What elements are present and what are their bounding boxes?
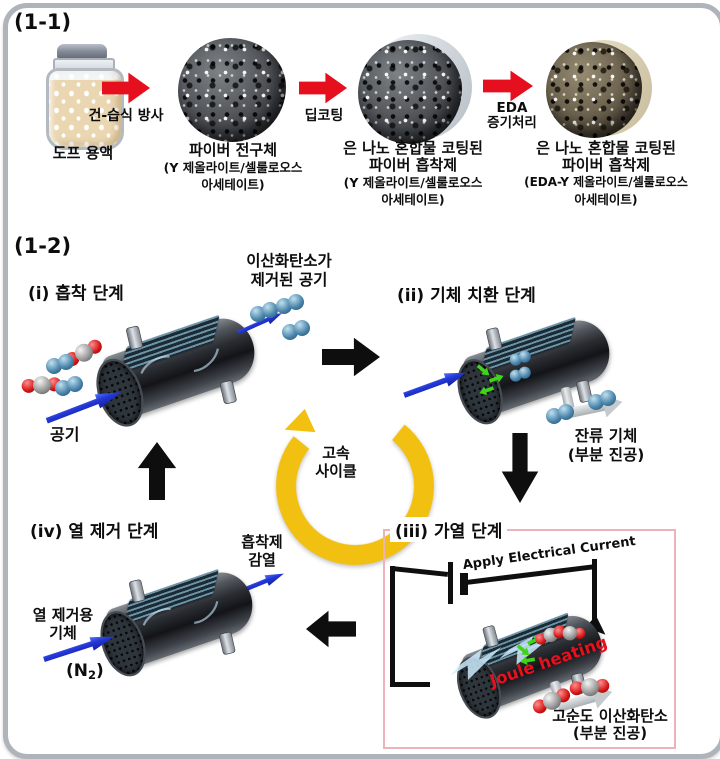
caption-line: (EDA-Y 제올라이트/셀룰로오스: [524, 175, 688, 189]
circuit-wire-left: [390, 566, 395, 686]
n2-molecule-icon: [509, 366, 533, 383]
circuit-wire-bottom: [390, 682, 430, 687]
eda-treated-fiber-caption: 은 나노 혼합물 코팅된 파이버 흡착제 (EDA-Y 제올라이트/셀룰로오스 …: [518, 140, 694, 208]
section-1-1-label: (1-1): [14, 10, 72, 34]
caption-line: 파이버 흡착제: [368, 156, 458, 174]
dope-solution-jar-icon: [46, 44, 124, 150]
air-label: 공기: [50, 425, 80, 444]
fiber-precursor-sphere: [178, 38, 286, 142]
label-line: 흡착제: [241, 533, 283, 551]
gas-label-pre: (N: [66, 661, 88, 681]
gas-label-post: ): [96, 661, 104, 681]
silver-coated-fiber-caption: 은 나노 혼합물 코팅된 파이버 흡착제 (Y 제올라이트/셀룰로오스 아세테이…: [333, 140, 493, 208]
n2-molecule-icon: [46, 354, 76, 375]
battery-plate-short: [460, 573, 468, 595]
process-arrow-3-label-line2: 증기처리: [487, 115, 537, 131]
process-arrow-1-label: 건-습식 방사: [88, 108, 164, 124]
n2-molecule-icon: [55, 376, 85, 397]
jar-lid: [57, 44, 107, 60]
section-1-2-label: (1-2): [14, 234, 72, 258]
step-i-title: (i) 흡착 단계: [28, 284, 124, 304]
fiber-precursor-caption: 파이버 전구체 (Y 제올라이트/셀룰로오스 아세테이트): [148, 142, 318, 193]
silver-coated-fiber-sphere: [358, 40, 462, 144]
step-i-output-label: 이산화탄소가 제거된 공기: [230, 252, 348, 290]
battery-plate-long: [448, 562, 453, 604]
label-line: 고속: [322, 444, 350, 462]
n2-molecule-icon: [282, 320, 312, 341]
label-line: 감열: [248, 551, 276, 569]
n2-molecule-icon: [250, 302, 280, 323]
gas-label-sub: 2: [88, 667, 97, 682]
process-arrow-3-label: EDA 증기처리: [478, 101, 546, 131]
label-line: (부분 진공): [567, 446, 645, 464]
label-line: (부분 진공): [572, 724, 648, 742]
label-line: 기체: [49, 624, 77, 642]
nitrogen-gas-label: (N2): [66, 661, 104, 682]
step-ii-output-label: 잔류 기체 (부분 진공): [552, 427, 660, 465]
caption-line: (Y 제올라이트/셀룰로오스: [163, 160, 303, 175]
label-line: 사이클: [315, 462, 357, 480]
caption-line: (Y 제올라이트/셀룰로오스: [343, 175, 483, 190]
caption-line: 은 나노 혼합물 코팅된: [343, 139, 483, 157]
heating-step-box: [383, 529, 676, 749]
process-arrow-3-label-line1: EDA: [496, 100, 528, 116]
circuit-wire-right: [592, 559, 597, 625]
step-iv-title: (iv) 열 제거 단계: [30, 522, 159, 542]
n2-molecule-icon: [546, 404, 576, 425]
step-iv-output-label: 흡착제 감열: [230, 533, 294, 569]
step-iv-input-label: 열 제거용 기체: [20, 606, 106, 642]
caption-line: 아세테이트): [381, 192, 445, 207]
label-line: 고순도 이산화탄소: [552, 707, 668, 725]
caption-line: 아세테이트): [574, 192, 638, 207]
process-arrow-2-label: 딥코팅: [304, 108, 344, 124]
caption-line: 아세테이트): [201, 177, 265, 192]
caption-line: 은 나노 혼합물 코팅된: [536, 139, 676, 157]
n2-molecule-icon: [276, 294, 306, 315]
label-line: 이산화탄소가: [246, 252, 332, 270]
step-ii-title: (ii) 기체 치환 단계: [397, 286, 536, 306]
fast-cycle-label: 고속 사이클: [298, 444, 374, 480]
n2-molecule-icon: [509, 350, 533, 367]
label-line: 열 제거용: [32, 606, 94, 624]
caption-line: 파이버 흡착제: [561, 156, 651, 174]
eda-treated-fiber-sphere: [546, 42, 642, 138]
caption-line: 파이버 전구체: [188, 141, 278, 159]
step-iii-title: (iii) 가열 단계: [390, 517, 508, 542]
jar-caption: 도프 용액: [52, 144, 114, 162]
n2-molecule-icon: [588, 390, 618, 411]
step-iii-output-label: 고순도 이산화탄소 (부분 진공): [542, 708, 678, 742]
label-line: 잔류 기체: [574, 427, 638, 445]
label-line: 제거된 공기: [250, 271, 328, 289]
